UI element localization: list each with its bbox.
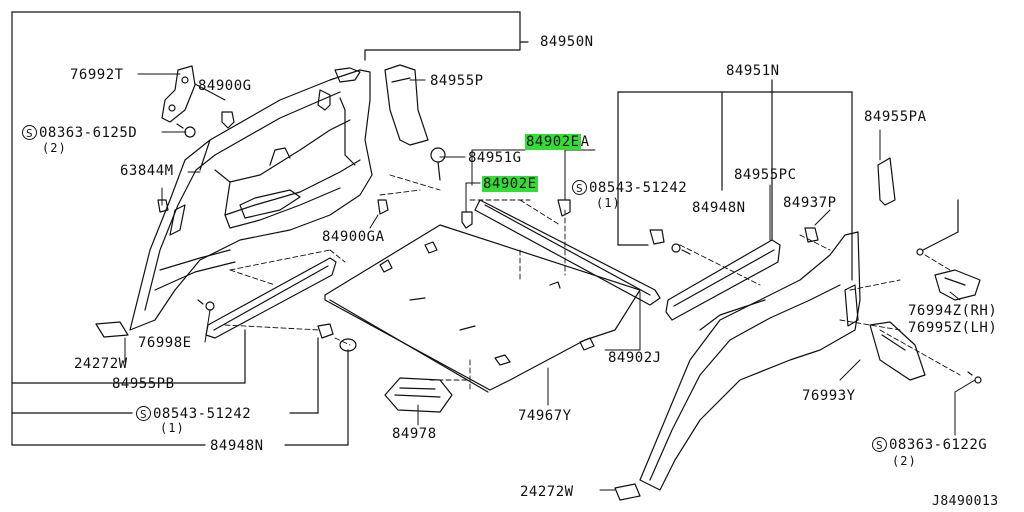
label-84900GA: 84900GA	[322, 229, 385, 245]
label-84951N: 84951N	[726, 63, 780, 79]
label-24272W-bottom: 24272W	[520, 484, 574, 500]
label-84955PA: 84955PA	[864, 109, 927, 125]
label-84948N-bottom: 84948N	[210, 438, 264, 454]
label-84955P: 84955P	[430, 73, 484, 89]
storage-box-84978	[384, 377, 453, 413]
label-84978: 84978	[392, 426, 437, 442]
floor-board-74967Y	[324, 224, 641, 393]
part-number: 08363-6122G	[889, 437, 988, 453]
part-number: 08543-51242	[589, 180, 688, 196]
screw-symbol: S	[572, 180, 587, 195]
label-08543-51242-top-qty: (1)	[596, 196, 621, 210]
cover-84955P	[384, 64, 429, 146]
cover-76993Y	[869, 321, 926, 381]
label-84937P: 84937P	[783, 195, 837, 211]
pad-24272W-bottom	[614, 483, 641, 501]
clips-left	[157, 111, 571, 352]
label-76992T: 76992T	[70, 67, 124, 83]
highlighted-part-number: 84902E	[525, 134, 581, 150]
cover-84955PA	[877, 157, 896, 206]
clips-right	[649, 199, 982, 384]
label-84955PC: 84955PC	[734, 167, 797, 183]
label-84902J: 84902J	[608, 350, 662, 366]
trim-84955PC	[665, 239, 781, 321]
label-84955PB: 84955PB	[112, 376, 175, 392]
right-quarter-trim-panel	[639, 231, 861, 491]
diagram-code: J8490013	[932, 494, 999, 509]
bracket-lines	[11, 11, 853, 446]
label-08363-6125D-qty: (2)	[42, 141, 67, 155]
screw-symbol: S	[22, 125, 37, 140]
label-84950N: 84950N	[540, 34, 594, 50]
screw-symbol: S	[136, 406, 151, 421]
part-number: 08363-6125D	[39, 125, 138, 141]
pad-24272W-left	[95, 321, 129, 338]
lower-finisher-84955PB	[205, 257, 337, 339]
label-08543-51242-bottom-qty: (1)	[160, 421, 185, 435]
part-number: 08543-51242	[153, 406, 252, 422]
bracket-76992T	[161, 65, 196, 123]
label-76994Z: 76994Z(RH)	[908, 303, 998, 319]
label-84951G: 84951G	[468, 150, 522, 166]
label-84948N-right: 84948N	[692, 200, 746, 216]
screw-symbol: S	[872, 437, 887, 452]
bracket-76994Z	[934, 269, 981, 301]
label-84902E: 84902E	[482, 176, 538, 192]
label-76993Y: 76993Y	[802, 388, 856, 404]
left-quarter-trim-panel	[129, 67, 373, 331]
label-24272W-left: 24272W	[74, 356, 128, 372]
dashed-assembly-lines	[224, 174, 961, 391]
label-84900G: 84900G	[198, 78, 252, 94]
label-08363-6122G-qty: (2)	[892, 454, 917, 468]
label-74967Y: 74967Y	[518, 408, 572, 424]
label-63844M: 63844M	[120, 163, 174, 179]
label-76995Z: 76995Z(LH)	[908, 320, 998, 336]
leader-lines	[124, 73, 976, 491]
highlighted-part-number: 84902E	[482, 176, 538, 192]
label-76998E: 76998E	[138, 335, 192, 351]
part-suffix: A	[580, 134, 590, 150]
rail-84902J	[474, 199, 661, 306]
label-84902EA: 84902EA	[525, 134, 590, 150]
part-number: 24272W	[520, 484, 574, 500]
